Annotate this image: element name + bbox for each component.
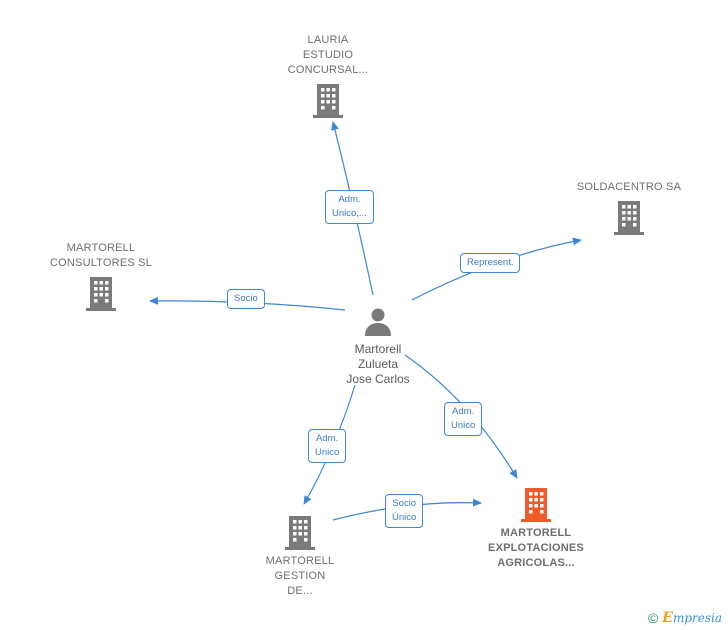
node-label: MARTORELL GESTION DE... bbox=[266, 554, 335, 599]
edge-label-adm-unico-explotaciones[interactable]: Adm. Unico bbox=[444, 402, 483, 436]
label-line: CONCURSAL... bbox=[287, 64, 369, 76]
label-line: DE... bbox=[287, 585, 313, 597]
building-icon bbox=[313, 84, 343, 118]
label-line: MARTORELL bbox=[66, 242, 136, 254]
label-line: EXPLOTACIONES bbox=[488, 542, 584, 554]
label-line: AGRICOLAS... bbox=[497, 557, 575, 569]
edge-label-socio[interactable]: Socio bbox=[227, 289, 265, 309]
building-icon bbox=[285, 516, 315, 550]
edge-label-adm-unico-gestion[interactable]: Adm. Unico bbox=[308, 429, 347, 463]
edge-label-represent[interactable]: Represent. bbox=[460, 253, 521, 273]
edge-label-line: Adm. bbox=[338, 194, 361, 205]
node-label: SOLDACENTRO SA bbox=[577, 180, 681, 195]
node-martorell-explotaciones[interactable]: MARTORELL EXPLOTACIONES AGRICOLAS... bbox=[468, 486, 604, 571]
edge-label-line: Adm. bbox=[316, 433, 339, 444]
node-label: MARTORELL CONSULTORES SL bbox=[50, 241, 152, 271]
edge-label-adm-unico-lauria[interactable]: Adm. Unico,... bbox=[325, 190, 374, 224]
node-lauria-estudio-concursal[interactable]: LAURIA ESTUDIO CONCURSAL... bbox=[280, 33, 376, 120]
person-icon bbox=[365, 308, 391, 336]
edge-label-line: Unico bbox=[451, 420, 476, 431]
node-martorell-gestion[interactable]: MARTORELL GESTION DE... bbox=[250, 514, 350, 599]
label-line: Martorell bbox=[354, 342, 402, 356]
label-line: CONSULTORES SL bbox=[49, 257, 153, 269]
node-label: Martorell Zulueta Jose Carlos bbox=[346, 342, 409, 387]
footer-brand: © Empresia bbox=[648, 610, 722, 626]
building-icon bbox=[521, 488, 551, 522]
building-icon bbox=[86, 277, 116, 311]
label-line: SOLDACENTRO SA bbox=[576, 181, 682, 193]
label-line: ESTUDIO bbox=[302, 49, 354, 61]
edge-label-line: Unico,... bbox=[332, 208, 367, 219]
edge-label-line: Unico bbox=[315, 447, 340, 458]
edge-label-line: Adm. bbox=[452, 406, 475, 417]
edge-label-line: Socio bbox=[234, 293, 258, 304]
label-line: MARTORELL bbox=[500, 527, 572, 539]
node-label: MARTORELL EXPLOTACIONES AGRICOLAS... bbox=[488, 526, 584, 571]
building-icon bbox=[614, 201, 644, 235]
empresia-logo: Empresia bbox=[662, 610, 722, 626]
label-line: Zulueta bbox=[357, 357, 398, 371]
node-person-martorell-zulueta[interactable]: Martorell Zulueta Jose Carlos bbox=[328, 306, 428, 387]
label-line: MARTORELL bbox=[265, 555, 335, 567]
edge-label-line: Represent. bbox=[467, 257, 514, 268]
node-label: LAURIA ESTUDIO CONCURSAL... bbox=[288, 33, 369, 78]
node-martorell-consultores[interactable]: MARTORELL CONSULTORES SL bbox=[36, 241, 166, 313]
edge-label-socio-unico[interactable]: Socio Único bbox=[385, 494, 424, 528]
edge-label-line: Único bbox=[392, 512, 417, 523]
label-line: GESTION bbox=[274, 570, 326, 582]
label-line: Jose Carlos bbox=[346, 372, 410, 386]
logo-initial: E bbox=[662, 610, 673, 626]
logo-text: mpresia bbox=[672, 611, 722, 625]
copyright-icon: © bbox=[647, 610, 659, 626]
label-line: LAURIA bbox=[307, 34, 349, 46]
edge-label-line: Socio bbox=[392, 498, 417, 509]
node-soldacentro[interactable]: SOLDACENTRO SA bbox=[566, 180, 692, 237]
